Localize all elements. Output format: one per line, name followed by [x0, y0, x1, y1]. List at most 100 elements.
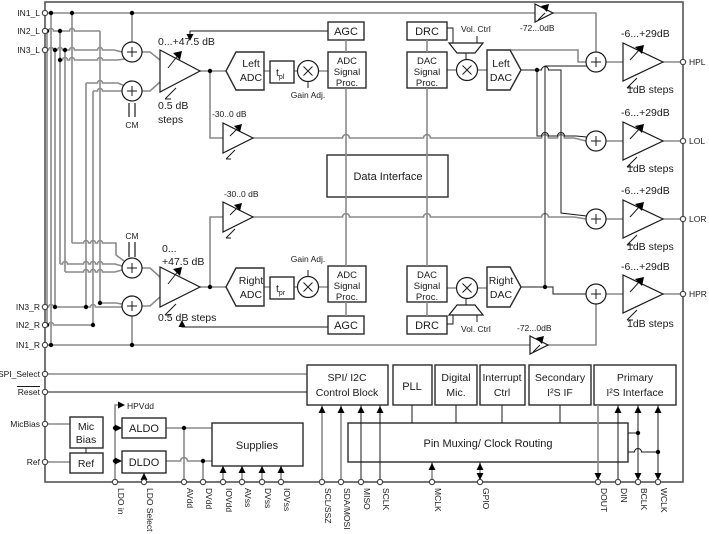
lol-steps-label: 1dB steps [627, 163, 674, 175]
tpl-label: tpl [276, 67, 285, 81]
svg-text:Proc.: Proc. [336, 78, 358, 89]
lor-steps-label: 1dB steps [627, 241, 674, 253]
overlay-wires [345, 40, 619, 482]
svg-text:Proc.: Proc. [336, 292, 358, 303]
pinmux-wclk-stub [628, 448, 658, 453]
right-dac-label: Right [489, 275, 514, 287]
spi-i2c-block [306, 364, 389, 406]
primary-i2s-block [593, 364, 677, 406]
blocks [69, 21, 677, 474]
svg-text:ADC: ADC [240, 72, 263, 84]
lol-mix-feed [536, 70, 587, 138]
right-dac-shape [486, 266, 522, 308]
hpr-steps-label: 1dB steps [627, 318, 674, 330]
svg-text:+47.5 dB: +47.5 dB [162, 256, 204, 268]
pin-hpr [679, 290, 687, 298]
supplies-label: Supplies [236, 440, 279, 452]
pga-right-range: 0... [162, 243, 177, 255]
pin-label-hpl: HPL [689, 57, 706, 67]
pin-label-in3l: IN3_L [17, 45, 40, 55]
pin-in2l [41, 27, 49, 35]
adc-sp-left-label: ADC [337, 56, 357, 67]
lol-amp [622, 121, 665, 161]
lol-gain-label: -6...+29dB [621, 107, 670, 119]
hpl-mix-feed [544, 65, 587, 287]
sum-to-pga-l2 [142, 81, 161, 92]
interrupt-ctrl-label: Interrupt [482, 372, 521, 384]
sum-to-pga-l1 [142, 51, 161, 61]
bus-v9 [99, 31, 123, 305]
agc-right-label: AGC [334, 320, 358, 332]
amp-gain-arrows [164, 4, 644, 353]
pin-label-lor: LOR [689, 214, 706, 224]
svg-text:I²S IF: I²S IF [547, 387, 573, 399]
svg-text:Control Block: Control Block [316, 387, 379, 399]
wire-in2r [45, 321, 93, 326]
svg-text:Signal: Signal [414, 281, 440, 292]
agc-drc-connectors [345, 40, 428, 316]
pin-in3l [41, 46, 49, 54]
volctrl-stub-right [447, 298, 478, 325]
lor-amp [622, 199, 665, 239]
pin-label-wclk: WCLK [659, 488, 669, 513]
tpr-block [269, 276, 295, 300]
left-adc-label: Left [242, 58, 260, 70]
ldoin-wire [114, 404, 119, 482]
agc-left-label: AGC [334, 26, 358, 38]
pin-label-sclk: SCLK [381, 488, 391, 511]
gain-adj-right-label: Gain Adj. [291, 254, 326, 264]
pin-label-spi-select: SPI_Select [0, 369, 41, 379]
pin-label-in3r: IN3_R [16, 302, 40, 312]
pin-muxing-label: Pin Muxing/ Clock Routing [423, 438, 552, 450]
hpl-steps-label: 1dB steps [627, 84, 674, 96]
bus-v8 [92, 87, 122, 325]
svg-text:Proc.: Proc. [416, 292, 438, 303]
data-interface-block [326, 154, 449, 198]
right-adc-shape [225, 267, 265, 307]
hpr-gain-label: -6...+29dB [621, 261, 670, 273]
pin-label-micbias: MicBias [10, 419, 40, 429]
cm-left-label: CM [125, 120, 138, 130]
pin-label-avss: AVss [243, 488, 253, 507]
svg-text:Ctrl: Ctrl [494, 387, 510, 399]
data-interface-label: Data Interface [353, 171, 422, 183]
aldo-label: ALDO [129, 423, 159, 435]
line-bypass-r [253, 212, 587, 220]
svg-text:Bias: Bias [76, 434, 96, 446]
drc-left-label: DRC [415, 26, 439, 38]
att-left-amp [222, 122, 255, 154]
dac-sp-left-label: DAC [417, 56, 437, 67]
pin-in2r [41, 321, 49, 329]
cm-symbol-right [128, 242, 136, 257]
pin-label-in1r: IN1_R [16, 340, 40, 350]
ctrl-block-stubs [411, 405, 561, 423]
digital-mic-block [434, 364, 478, 406]
ldac-corner-route [510, 49, 586, 63]
att-right-amp [222, 201, 255, 233]
pin-label-mclk: MCLK [433, 488, 443, 512]
gain-adj-left-label: Gain Adj. [291, 90, 326, 100]
bypass-top-label: -72...0dB [520, 23, 555, 33]
right-adc-label: Right [239, 275, 264, 287]
pin-label-ref: Ref [27, 457, 41, 467]
pga-left-amp [159, 49, 202, 93]
multiplier-circles [296, 58, 479, 300]
pin-label-lol: LOL [689, 136, 705, 146]
pin-label-miso: MISO [362, 488, 372, 510]
ref-label: Ref [78, 458, 94, 470]
data-interface-verticals [345, 88, 428, 266]
pga-left-steps: 0.5 dB [158, 100, 188, 112]
pin-reset [41, 388, 49, 396]
pin-label-dout: DOUT [599, 488, 609, 512]
pin-label-gpio: GPIO [481, 488, 491, 510]
package-pins [41, 9, 687, 486]
pin-label-scl-ssz: SCL/SSZ [323, 488, 333, 523]
vol-ctrl-trapezoid-right [447, 304, 485, 316]
adc-signal-proc-left-block [327, 51, 367, 89]
dldo-out [166, 456, 212, 462]
rdac-out [521, 286, 586, 295]
digital-mic-label: Digital [441, 372, 470, 384]
cm-symbol-left [128, 103, 136, 117]
amplifiers [121, 3, 665, 355]
pin-label-avdd: AVdd [185, 488, 195, 508]
